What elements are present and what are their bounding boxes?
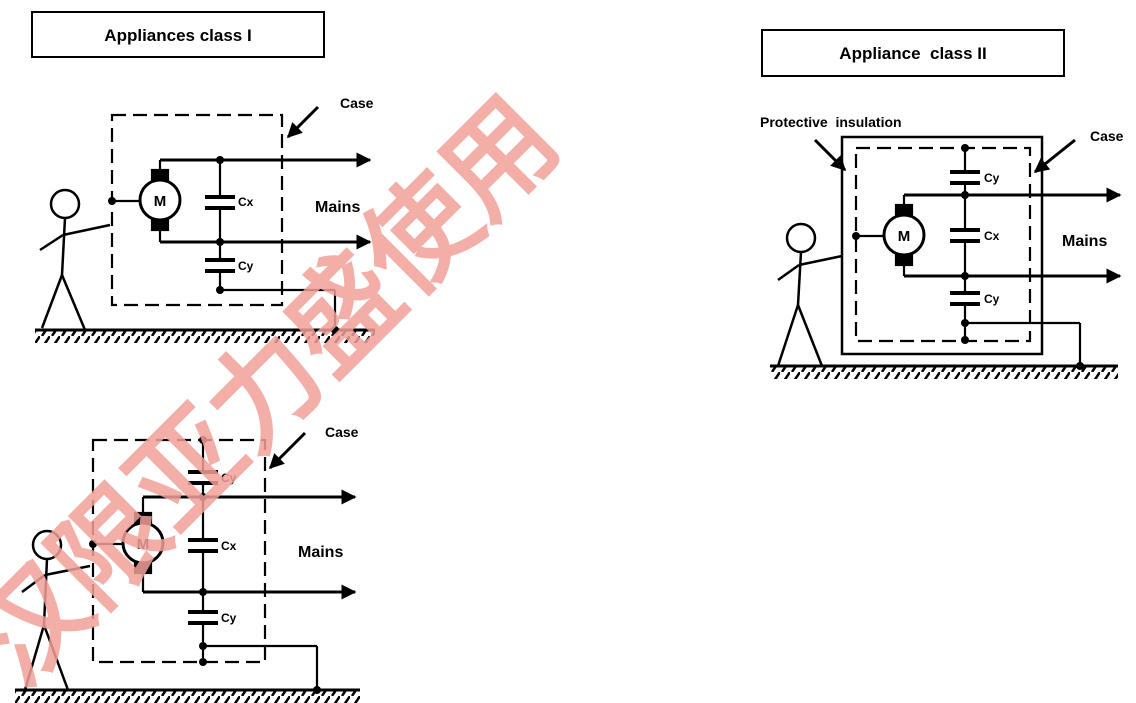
cap-x-label: Cx	[984, 229, 1000, 243]
cap-y-top-label: Cy	[984, 171, 1000, 185]
mains-label: Mains	[298, 544, 343, 561]
case-outline	[854, 146, 1032, 343]
ground-hatch	[35, 331, 375, 343]
mains-label: Mains	[315, 199, 360, 216]
case-label: Case	[325, 424, 359, 440]
ground-hatch	[15, 691, 360, 703]
diagram-class-2: Appliance class II Protective insulation…	[760, 29, 1124, 379]
protective-insulation-box	[840, 135, 1044, 356]
ground-hatch	[770, 367, 1118, 379]
cap-x-label: Cx	[238, 195, 254, 209]
title-box	[761, 29, 1065, 77]
cap-y-top-label: Cy	[221, 471, 237, 485]
title-text: Appliances class I	[104, 26, 251, 45]
case-outline	[110, 113, 284, 307]
diagram-class-1-bottom: Case M Cy Cx Cy Mains	[15, 424, 360, 703]
junction-dots	[852, 144, 1084, 370]
person-figure	[21, 529, 91, 691]
insulation-label: Protective insulation	[760, 114, 902, 130]
case-pointer-arrow	[268, 431, 307, 470]
case-pointer-arrow	[286, 105, 320, 139]
title-box	[31, 11, 325, 58]
insulation-pointer-arrow	[813, 138, 847, 172]
case-label: Case	[340, 95, 374, 111]
motor-label: M	[154, 193, 167, 210]
cap-x-label: Cx	[221, 539, 237, 553]
case-label: Case	[1090, 128, 1124, 144]
motor-label: M	[898, 228, 911, 245]
watermark: 汉限亚力盛使用	[0, 73, 583, 703]
mains-label: Mains	[1062, 233, 1107, 250]
person-figure	[39, 188, 111, 331]
person-figure	[776, 222, 843, 367]
cap-y-bottom-label: Cy	[221, 611, 237, 625]
diagram-class-1-top: Appliances class I Case M Cx Cy Mains	[31, 11, 375, 343]
watermark-text: 汉限亚力盛使用	[0, 73, 583, 703]
cap-y-bottom-label: Cy	[984, 292, 1000, 306]
motor-label: M	[137, 536, 150, 553]
case-outline	[91, 438, 267, 664]
title-text: Appliance class II	[839, 44, 986, 63]
cap-y-label: Cy	[238, 259, 254, 273]
